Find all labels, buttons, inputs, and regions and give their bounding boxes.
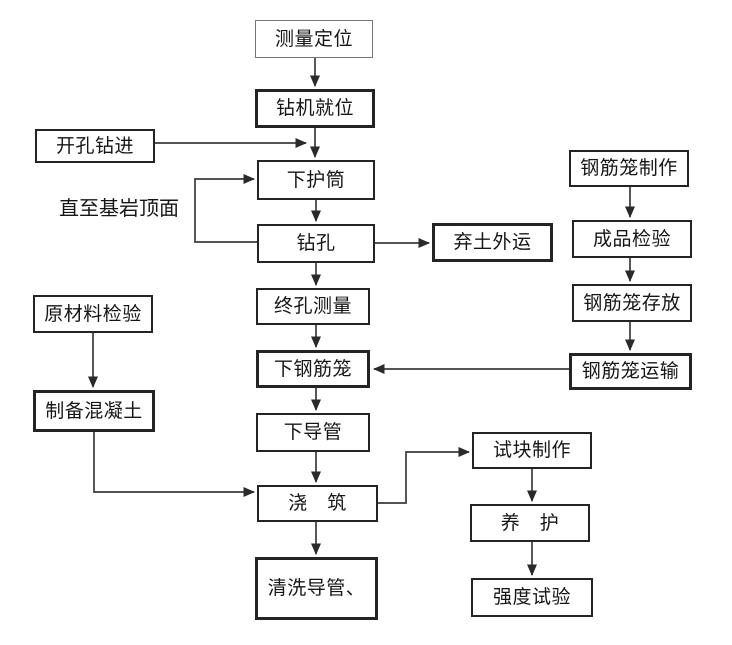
- flow-node-survey-positioning: 测量定位: [255, 20, 373, 58]
- flow-label-until-bedrock-top: 直至基岩顶面: [59, 198, 179, 220]
- flow-node-test-block-making: 试块制作: [472, 432, 592, 469]
- flow-node-pouring: 浇 筑: [257, 485, 378, 522]
- edge-drilling-loop-to-casing: [194, 174, 257, 243]
- flow-node-rebar-cage-storage: 钢筋笼存放: [572, 284, 692, 322]
- flow-node-rebar-cage-fabrication: 钢筋笼制作: [569, 150, 689, 187]
- flow-node-final-hole-survey: 终孔测量: [256, 288, 370, 325]
- flow-node-rebar-cage-transport: 钢筋笼运输: [569, 353, 692, 390]
- flow-node-rig-in-place: 钻机就位: [255, 89, 375, 128]
- flow-node-concrete-preparation: 制备混凝土: [33, 390, 155, 432]
- edge-concrete-to-pouring: [93, 432, 255, 497]
- flow-node-strength-test: 强度试验: [471, 578, 593, 617]
- flow-node-spoil-removal: 弃土外运: [432, 223, 553, 262]
- flow-node-open-hole-drilling: 开孔钻进: [35, 129, 155, 163]
- flow-node-clean-tremie-pipe: 清洗导管、: [255, 557, 378, 620]
- flow-node-drilling: 钻孔: [257, 224, 375, 263]
- flow-node-product-inspection: 成品检验: [572, 220, 692, 258]
- flow-node-lower-tremie-pipe: 下导管: [256, 413, 370, 452]
- flow-node-lower-rebar-cage: 下钢筋笼: [256, 350, 370, 388]
- edge-pouring-to-testblock: [378, 447, 470, 504]
- flow-node-lower-casing: 下护筒: [257, 160, 375, 200]
- flow-node-curing: 养 护: [470, 504, 590, 542]
- flow-node-raw-material-inspection: 原材料检验: [33, 295, 153, 333]
